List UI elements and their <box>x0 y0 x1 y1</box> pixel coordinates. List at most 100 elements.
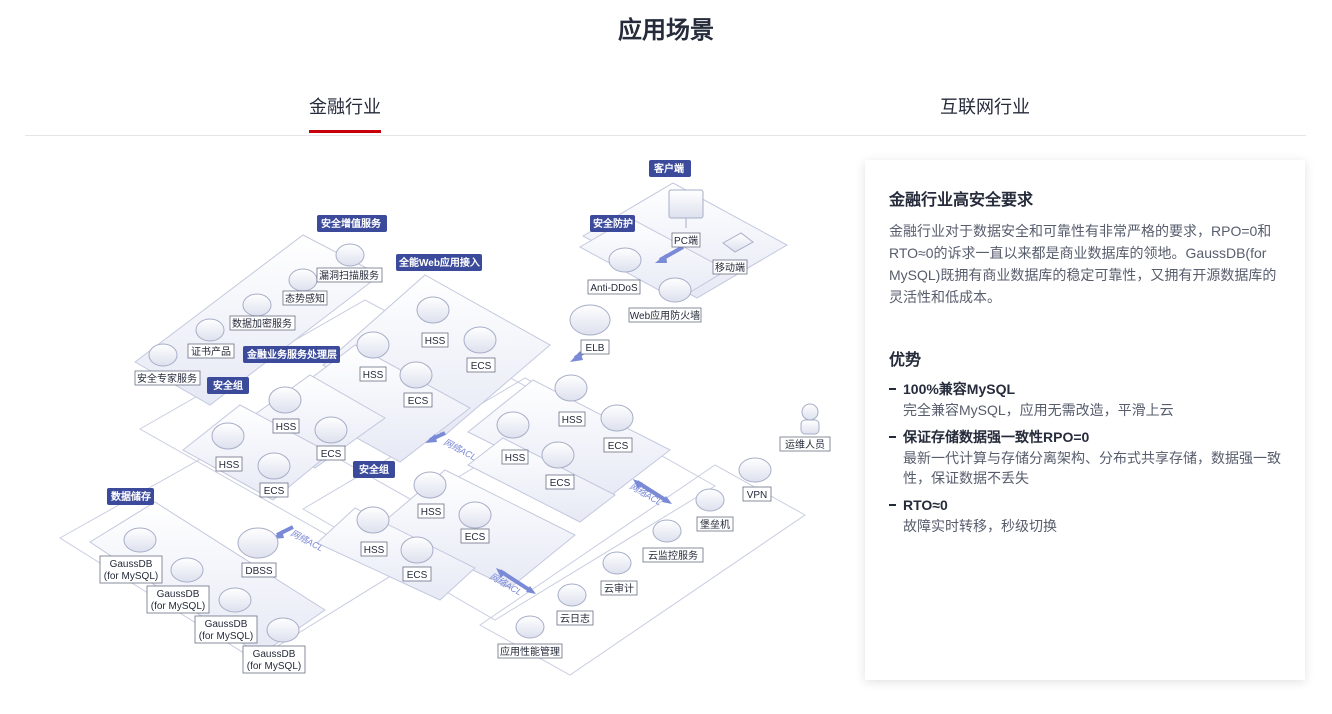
node-labels: PC端 移动端 Anti-DDoS Web应用防火墙 ELB 漏洞扫描服务 态势… <box>99 232 831 674</box>
label-elb: ELB <box>586 343 605 354</box>
label-gauss-4-line2: (for MySQL) <box>247 661 301 672</box>
tab-finance[interactable]: 金融行业 <box>309 97 381 117</box>
label-cloud-monitor: 云监控服务 <box>648 549 698 562</box>
advantage-item: RTO≈0 故障实时转移，秒级切换 <box>889 494 1281 536</box>
label-waf: Web应用防火墙 <box>630 309 700 322</box>
dash-icon <box>889 388 896 390</box>
label-sg2-ecs-1: ECS <box>465 532 486 543</box>
pc-icon <box>668 189 704 228</box>
label-cert: 证书产品 <box>191 345 231 358</box>
label-sg1-hss-1: HSS <box>276 422 297 433</box>
sg1-hss-1-icon <box>268 386 302 414</box>
label-bastion: 堡垒机 <box>700 518 730 531</box>
web-hss-icon <box>416 296 450 324</box>
label-web-hss: HSS <box>425 336 446 347</box>
encrypt-icon <box>242 293 272 317</box>
fin-ecs-1-icon <box>399 361 433 389</box>
label-fin-ecs-3: ECS <box>550 478 571 489</box>
card-description: 金融行业对于数据安全和可靠性有非常严格的要求，RPO=0和RTO≈0的诉求一直以… <box>889 223 1277 305</box>
svg-text:网络ACL: 网络ACL <box>289 528 325 554</box>
label-gauss-2-line2: (for MySQL) <box>151 601 205 612</box>
cloud-log-icon <box>557 583 587 607</box>
gauss-3-icon <box>218 587 252 613</box>
label-dbss: DBSS <box>245 566 273 577</box>
label-sg1-ecs-1: ECS <box>321 449 342 460</box>
label-situation: 态势感知 <box>285 292 325 305</box>
label-vpn: VPN <box>747 490 768 501</box>
label-sg2-hss-1: HSS <box>421 507 442 518</box>
mobile-icon <box>722 232 754 253</box>
fin-hss-2-icon <box>554 374 588 402</box>
apm-icon <box>515 615 545 639</box>
advantage-title: 保证存储数据强一致性RPO=0 <box>903 429 1090 445</box>
label-sg2-hss-2: HSS <box>364 545 385 556</box>
tag-finance-layer: 金融业务服务处理层 <box>246 348 337 361</box>
advantage-title: 100%兼容MySQL <box>903 381 1016 397</box>
label-gauss-3-line2: (for MySQL) <box>199 631 253 642</box>
active-tab-indicator <box>309 130 381 133</box>
label-mobile: 移动端 <box>715 261 745 274</box>
group-tags: 客户端 安全防护 安全增值服务 全能Web应用接入 金融业务服务处理层 安全组 … <box>107 160 691 505</box>
advantage-item: 100%兼容MySQL 完全兼容MySQL，应用无需改造，平滑上云 <box>889 378 1281 420</box>
cloud-audit-icon <box>602 551 632 575</box>
label-pc: PC端 <box>674 234 698 247</box>
sg1-ecs-1-icon <box>314 416 348 444</box>
advantage-item: 保证存储数据强一致性RPO=0 最新一代计算与存储分离架构、分布式共享存储，数据… <box>889 426 1281 488</box>
ops-icon <box>800 403 820 435</box>
waf-icon <box>658 277 692 303</box>
advantage-text: 最新一代计算与存储分离架构、分布式共享存储，数据强一致性，保证数据不丢失 <box>903 450 1281 486</box>
card-title: 金融行业高安全要求 <box>889 192 1034 209</box>
label-sg1-hss-2: HSS <box>219 460 240 471</box>
tag-storage: 数据储存 <box>111 490 151 503</box>
label-cloud-audit: 云审计 <box>604 582 634 595</box>
bastion-icon <box>695 488 725 512</box>
label-apm: 应用性能管理 <box>500 645 560 658</box>
fin-ecs-3-icon <box>541 441 575 469</box>
dbss-icon <box>237 527 279 559</box>
fin-ecs-2-icon <box>600 404 634 432</box>
sg2-ecs-2-icon <box>400 536 434 564</box>
advantages-title: 优势 <box>889 352 922 369</box>
svg-text:网络ACL: 网络ACL <box>442 437 478 463</box>
label-vuln-scan: 漏洞扫描服务 <box>319 269 379 282</box>
dash-icon <box>889 436 896 438</box>
label-sg1-ecs-2: ECS <box>264 486 285 497</box>
cloud-monitor-icon <box>652 519 682 543</box>
gauss-4-icon <box>266 617 300 643</box>
label-cloud-log: 云日志 <box>560 612 590 625</box>
label-fin-hss-2: HSS <box>562 415 583 426</box>
flow-arrows <box>272 245 684 594</box>
scenario-tabs: 金融行业 互联网行业 <box>25 78 1306 136</box>
sg1-ecs-2-icon <box>257 452 291 480</box>
anti-ddos-icon <box>608 247 642 273</box>
label-fin-hss-1: HSS <box>363 370 384 381</box>
tag-security-protect: 安全防护 <box>593 217 633 230</box>
advantage-text: 故障实时转移，秒级切换 <box>903 518 1057 534</box>
label-ops: 运维人员 <box>785 438 825 451</box>
vuln-scan-icon <box>335 243 365 267</box>
label-gauss-4-line1: GaussDB <box>253 649 296 660</box>
dash-icon <box>889 504 896 506</box>
advantage-title: RTO≈0 <box>903 497 948 513</box>
fin-hss-3-icon <box>496 411 530 439</box>
vpn-icon <box>738 457 772 483</box>
architecture-diagram: 网络ACL 网络ACL 网络ACL 网络ACL 客户端 安全防护 安全增值服务 … <box>55 150 845 690</box>
fin-hss-1-icon <box>356 331 390 359</box>
page-title: 应用场景 <box>618 17 714 44</box>
sg1-hss-2-icon <box>211 422 245 450</box>
web-ecs-icon <box>463 326 497 354</box>
label-gauss-1-line2: (for MySQL) <box>104 571 158 582</box>
label-gauss-1-line1: GaussDB <box>110 559 153 570</box>
label-gauss-2-line1: GaussDB <box>157 589 200 600</box>
situation-icon <box>288 268 318 292</box>
tab-internet[interactable]: 互联网行业 <box>940 97 1030 117</box>
gauss-1-icon <box>123 527 157 553</box>
label-sg2-ecs-2: ECS <box>407 570 428 581</box>
label-expert: 安全专家服务 <box>137 372 197 385</box>
sg2-hss-2-icon <box>356 506 390 534</box>
label-fin-ecs-2: ECS <box>608 441 629 452</box>
label-web-ecs: ECS <box>471 361 492 372</box>
platforms <box>89 182 789 656</box>
tag-value-added: 安全增值服务 <box>321 217 382 230</box>
cert-icon <box>195 318 225 342</box>
